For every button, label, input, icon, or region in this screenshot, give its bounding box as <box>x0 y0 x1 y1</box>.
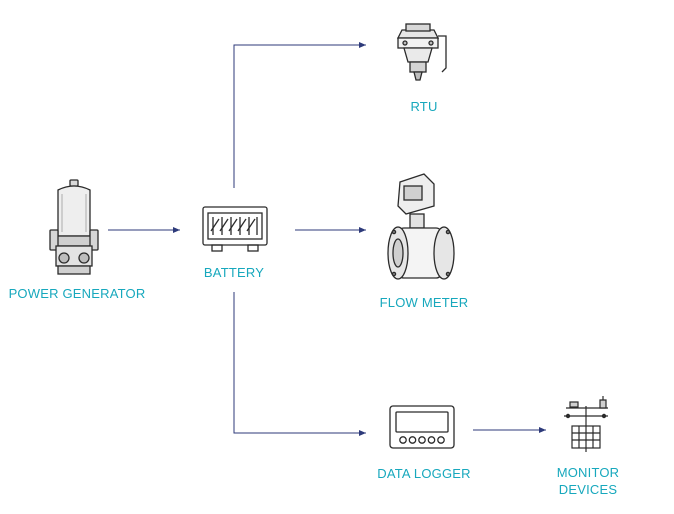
arrow-battery-to-rtu <box>233 42 366 188</box>
battery-label: BATTERY <box>203 265 265 280</box>
flow-meter-label: FLOW METER <box>379 295 469 310</box>
monitor-devices-label-line2: DEVICES <box>558 482 618 497</box>
monitor-devices-label: MONITOR DEVICES <box>538 464 638 498</box>
power-generator-label: POWER GENERATOR <box>8 286 146 301</box>
arrow-battery-to-data-logger <box>233 292 366 436</box>
data-logger-icon <box>389 405 455 449</box>
flow-meter-icon <box>387 173 455 280</box>
monitor-devices-label-line1: MONITOR <box>556 465 620 480</box>
data-logger-label: DATA LOGGER <box>377 466 471 481</box>
weather-station-icon <box>564 396 608 452</box>
rtu-label: RTU <box>410 99 438 114</box>
generator-icon <box>49 179 99 275</box>
rtu-device-icon <box>396 23 447 81</box>
battery-icon <box>202 206 268 252</box>
